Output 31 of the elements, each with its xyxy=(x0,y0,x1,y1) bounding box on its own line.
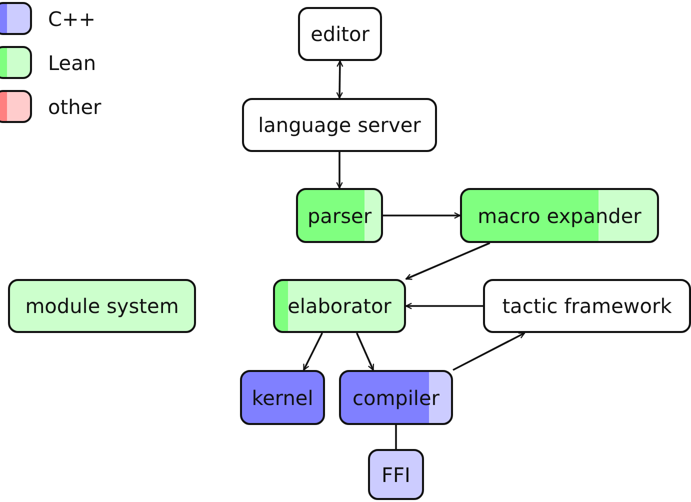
box-label: macro expander xyxy=(478,204,642,228)
legend-label: C++ xyxy=(48,6,96,30)
arrow xyxy=(302,332,324,371)
process-box xyxy=(368,449,424,500)
arrow xyxy=(336,60,344,99)
arrow xyxy=(356,332,374,371)
box-label: tactic framework xyxy=(502,294,672,318)
box-label: editor xyxy=(310,22,370,46)
process-box xyxy=(242,98,437,152)
legend-label: other xyxy=(48,94,102,118)
process-box xyxy=(339,370,453,425)
process-box xyxy=(296,188,383,243)
arrow xyxy=(405,242,490,280)
process-box xyxy=(273,279,406,333)
box-label: language server xyxy=(258,113,421,137)
box-label: compiler xyxy=(352,386,440,410)
arrow xyxy=(336,152,343,189)
process-box xyxy=(298,7,382,61)
process-box xyxy=(240,370,325,425)
arrow xyxy=(405,302,483,310)
process-box xyxy=(460,188,659,243)
arrow xyxy=(452,332,526,371)
box-label: FFI xyxy=(382,462,410,486)
box-label: kernel xyxy=(252,386,314,410)
box-label: parser xyxy=(307,204,372,228)
arrow xyxy=(383,212,461,219)
process-box xyxy=(8,279,196,333)
process-box xyxy=(483,279,691,333)
box-label: module system xyxy=(25,294,179,318)
legend-label: Lean xyxy=(48,50,96,74)
box-label: elaborator xyxy=(288,294,392,318)
